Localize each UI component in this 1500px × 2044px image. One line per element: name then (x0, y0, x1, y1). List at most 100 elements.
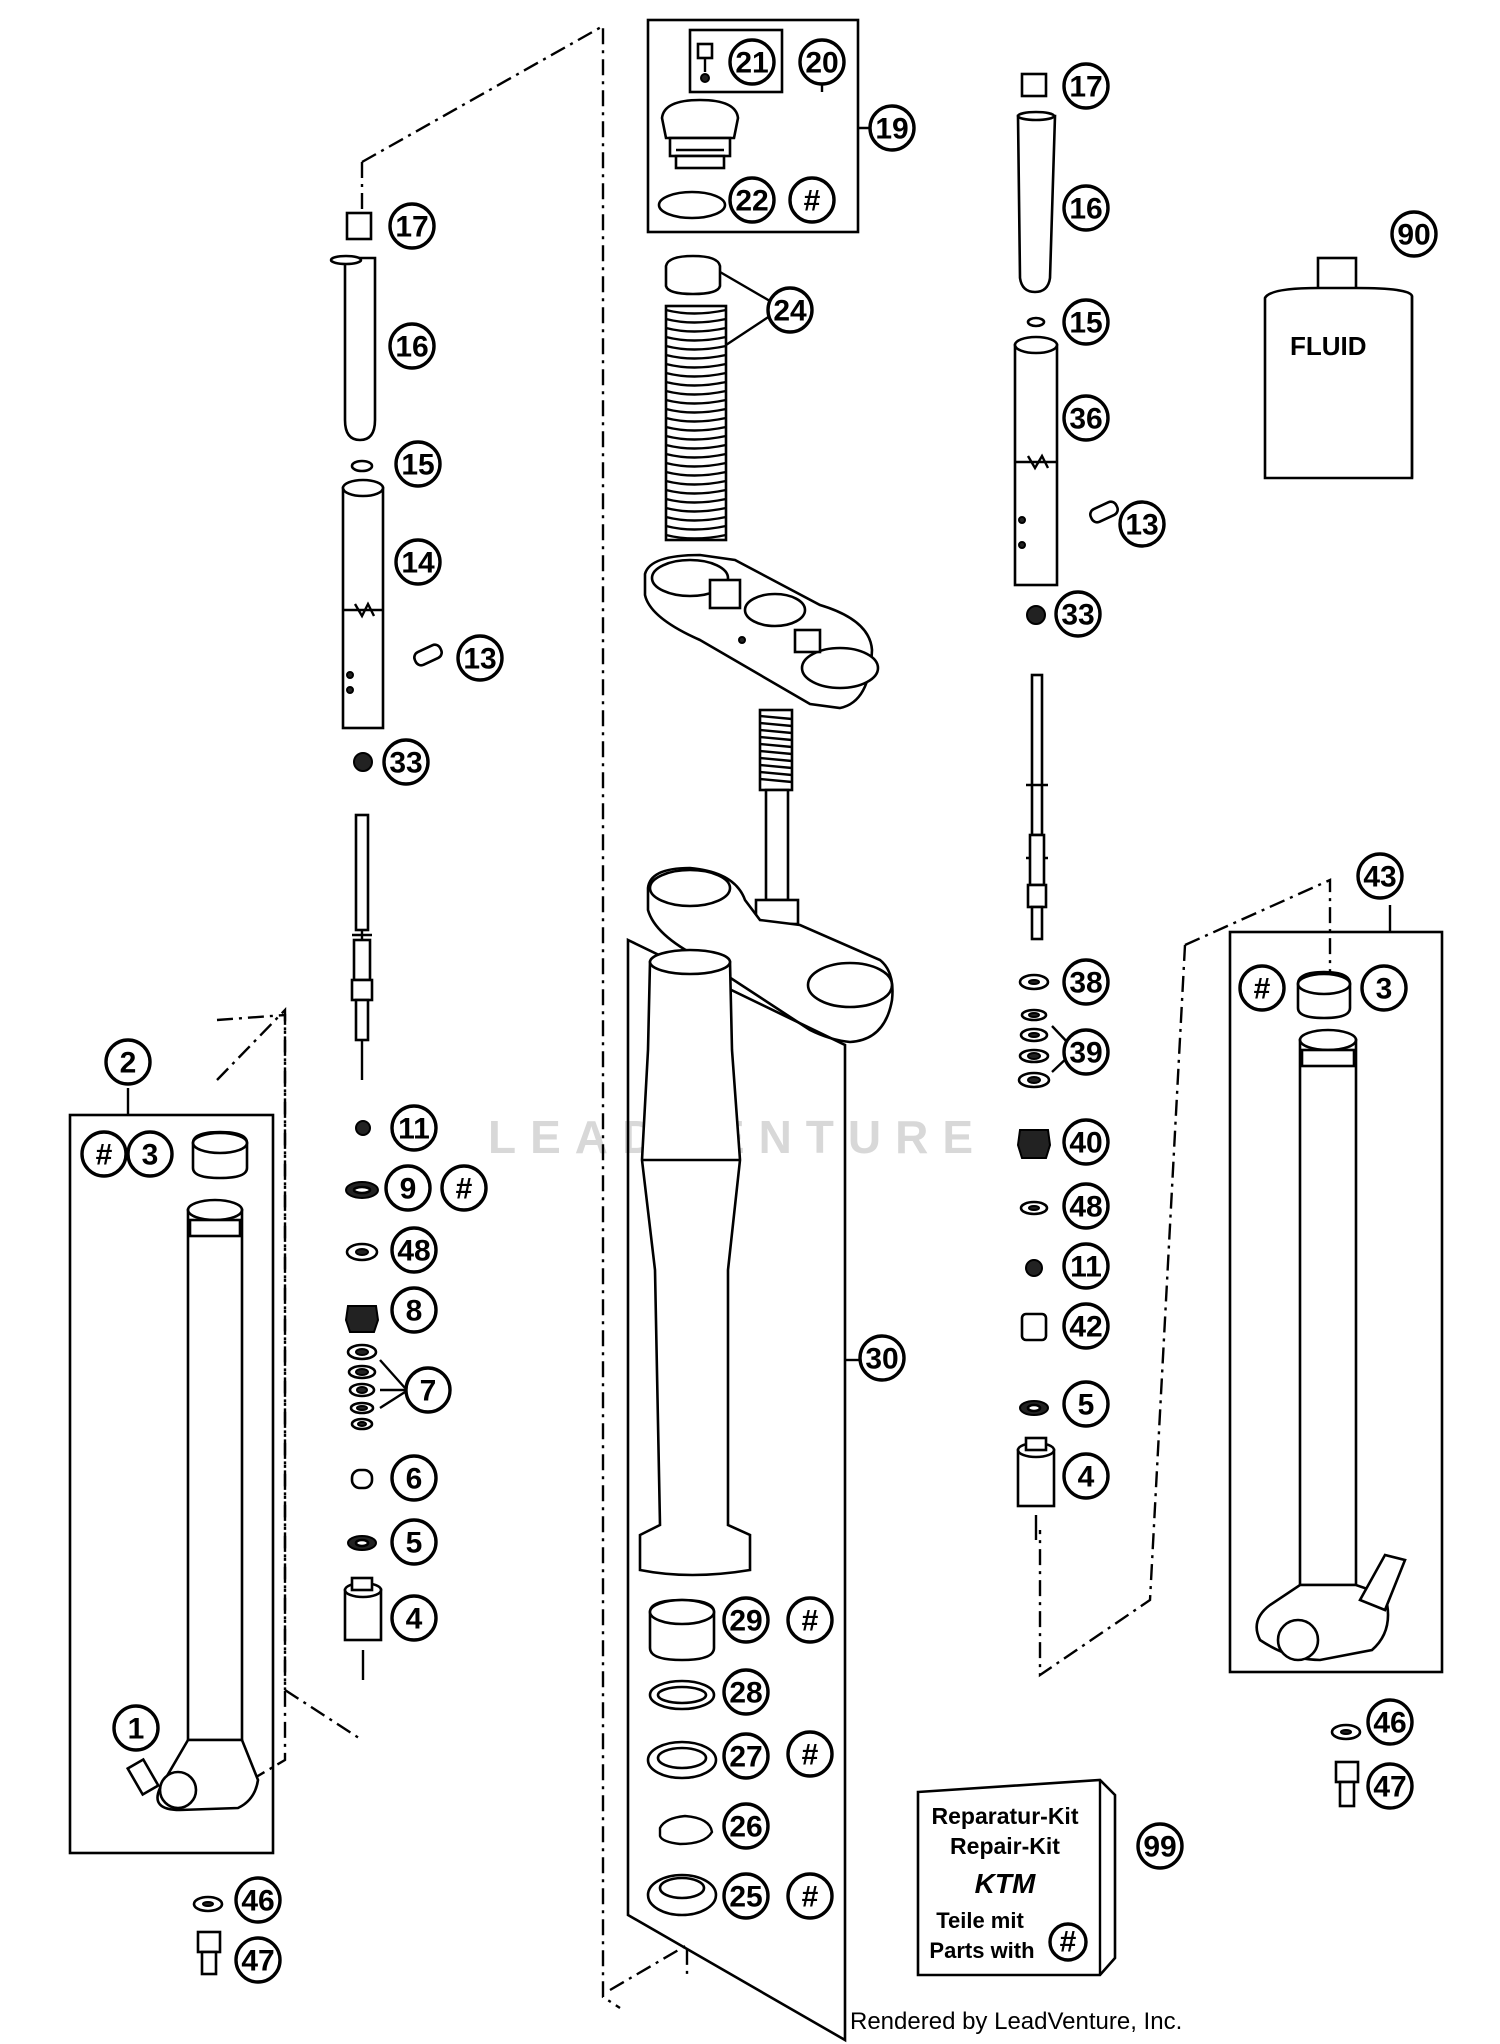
callout-circle-11a (390, 1104, 438, 1152)
callout-label-33a: 33 (389, 747, 422, 780)
callout-label-48a: 48 (397, 1235, 430, 1268)
callout-label-4b: 4 (1078, 1461, 1095, 1494)
callout-circle-48b (1062, 1182, 1110, 1230)
spring-24 (664, 254, 783, 542)
callout-circle-24 (766, 286, 814, 334)
fork-cap (660, 98, 740, 140)
callout-circle-26 (722, 1802, 770, 1850)
callout-label-14: 14 (401, 547, 435, 580)
callout-label-20: 20 (805, 47, 838, 80)
frame-2 (68, 1113, 275, 1855)
bushing-42 (1020, 1312, 1048, 1342)
callout-circle-46a (234, 1876, 282, 1924)
callout-circle-14 (394, 538, 442, 586)
callout-circle-33a (382, 738, 430, 786)
valve-4-left (343, 1588, 383, 1642)
repair-kit-line2: Repair-Kit (950, 1833, 1060, 1859)
callout-circle-22 (728, 176, 776, 224)
callout-circle-36 (1062, 394, 1110, 442)
callout-label-4a: 4 (406, 1603, 423, 1636)
callout-circle-28 (722, 1668, 770, 1716)
outer-tube-43 (1228, 905, 1444, 1674)
callout-circle-25h (786, 1872, 834, 1920)
callout-circle-90 (1390, 210, 1438, 258)
repair-kit-line1: Reparatur-Kit (932, 1803, 1079, 1829)
frame-30 (626, 937, 847, 2043)
callout-circle-9h (440, 1164, 488, 1212)
callout-circle-2 (104, 1038, 152, 1086)
callout-labels: 20211922#241716151413331716153613339043#… (80, 38, 1438, 1984)
callout-label-28: 28 (729, 1677, 762, 1710)
part-33-left (353, 752, 373, 772)
callout-circle-16a (388, 322, 436, 370)
callout-label-27h: # (802, 1739, 819, 1772)
ring-15-right (1026, 316, 1046, 328)
callout-circle-17b (1062, 62, 1110, 110)
callout-circle-11b (1062, 1242, 1110, 1290)
shim-stack-7 (346, 1343, 378, 1431)
callout-label-11a: 11 (398, 1113, 430, 1146)
callout-label-8: 8 (406, 1295, 423, 1328)
callout-label-36: 36 (1069, 403, 1102, 436)
right-inner-parts (1013, 72, 1119, 941)
dashed-guides (216, 23, 1332, 2010)
callout-circle-4b (1062, 1452, 1110, 1500)
callout-circle-8 (390, 1286, 438, 1334)
callout-label-22h: # (804, 185, 821, 218)
repair-kit-line4: Parts with (929, 1938, 1034, 1963)
left-inner-parts (329, 211, 443, 1080)
outer-tube-2 (68, 1013, 287, 1855)
callout-label-13b: 13 (1125, 509, 1158, 542)
callout-circle-27h (786, 1730, 834, 1778)
tube-16-left (343, 256, 377, 442)
cap-assembly-19 (646, 18, 878, 234)
credit-text: Rendered by LeadVenture, Inc. (850, 2008, 1183, 2035)
piston-8 (344, 1305, 380, 1333)
callout-circle-48a (390, 1226, 438, 1274)
callout-circle-20 (798, 38, 846, 86)
callout-label-6: 6 (406, 1463, 423, 1496)
callout-label-7: 7 (420, 1375, 437, 1408)
fork-fluid-bottle: FLUID (1263, 256, 1414, 480)
part-33-right (1026, 605, 1046, 625)
frame-43 (1228, 930, 1444, 1674)
nut-11-right (1025, 1259, 1043, 1277)
repair-kit-symbol-circle (1048, 1922, 1088, 1962)
nut-6 (350, 1468, 374, 1490)
callout-circle-43 (1356, 852, 1404, 900)
callout-circle-22h (788, 176, 836, 224)
callout-circle-40 (1062, 1118, 1110, 1166)
callout-circle-13b (1118, 500, 1166, 548)
callout-label-1: 1 (128, 1713, 145, 1746)
callout-circle-47b (1366, 1762, 1414, 1810)
callout-circle-27 (722, 1732, 770, 1780)
callout-circle-30 (858, 1334, 906, 1382)
callout-circle-3a (126, 1130, 174, 1178)
callout-label-16b: 16 (1069, 193, 1102, 226)
callout-label-24: 24 (773, 295, 807, 328)
callout-circle-39 (1062, 1028, 1110, 1076)
pin-13-left (413, 643, 443, 667)
callout-label-48b: 48 (1069, 1191, 1102, 1224)
callout-label-17b: 17 (1069, 71, 1102, 104)
callout-circle-42 (1062, 1302, 1110, 1350)
callout-circle-4a (390, 1594, 438, 1642)
bottle-cap (1316, 256, 1358, 292)
callout-label-47a: 47 (241, 1945, 274, 1978)
callout-label-25h: # (802, 1881, 819, 1914)
left-valve-parts (343, 1120, 383, 1642)
callout-label-42: 42 (1069, 1311, 1102, 1344)
callout-circle-15a (394, 440, 442, 488)
callout-label-30: 30 (865, 1343, 898, 1376)
piston-40 (1016, 1129, 1052, 1159)
callout-label-17a: 17 (395, 211, 428, 244)
callout-label-99: 99 (1143, 1831, 1176, 1864)
callout-circle-38 (1062, 958, 1110, 1006)
callout-circle-46b (1366, 1698, 1414, 1746)
callout-circle-7 (404, 1366, 452, 1414)
ring-15-left (350, 459, 374, 473)
callout-label-3a: 3 (142, 1139, 159, 1172)
callout-circle-9 (384, 1164, 432, 1212)
callout-label-2: 2 (120, 1047, 137, 1080)
callout-label-43h: # (1254, 973, 1271, 1006)
